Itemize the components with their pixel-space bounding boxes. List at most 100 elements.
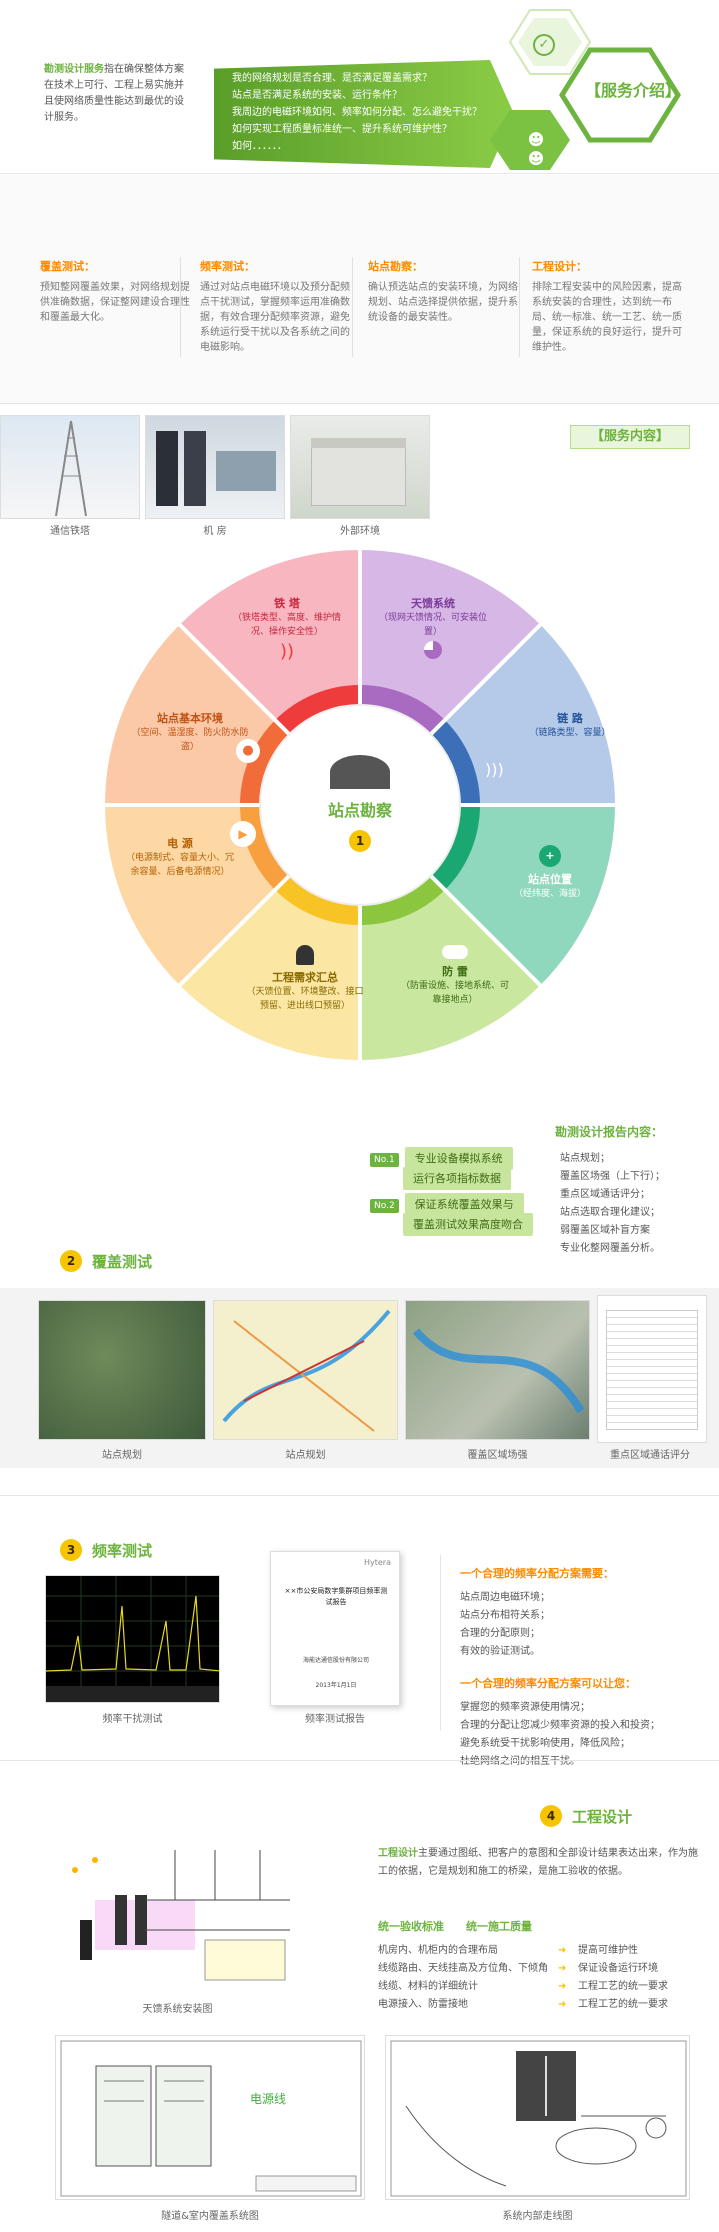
person-icon (296, 945, 314, 965)
hero-intro-body: 指在确保整体方案在技术上可行、工程上易实施并且使网络质量性能达到最优的设计服务。 (44, 64, 184, 123)
engineering-section: 4 工程设计 天馈系统安装图 工程设计主要通过图纸、把客户的意图和全部设计结果表… (0, 1760, 719, 2232)
user-icon: ● (236, 739, 260, 763)
map-satellite (38, 1300, 206, 1440)
coverage-caption: 站点规划 (102, 1450, 142, 1461)
report-cover: Hytera ××市公安局数字集群项目频率测试报告 海能达通信股份有限公司 20… (270, 1551, 400, 1706)
report-item: 重点区域通话评分； (560, 1189, 650, 1200)
hero-question: 如何实现工程质量标准统一、提升系统可维护性？ (232, 124, 452, 135)
feature-body: 排除工程安装中的风险因素，提高系统安装的合理性，达到统一布局、统一标准、统一工艺… (532, 282, 682, 353)
segment-body: （经纬度、海拔） (513, 889, 586, 899)
feature-title: 覆盖测试： (40, 260, 95, 273)
standards-row-left: 机房内、机柜内的合理布局 (378, 1945, 498, 1956)
engineering-intro-body: 主要通过图纸、把客户的意图和全部设计结果表达出来，作为施工的依据，它是规划和施工… (378, 1848, 698, 1877)
arrow-right-icon: ➜ (558, 1981, 567, 1992)
features-section: 覆盖测试： 预知整网覆盖效果，对网络规划提供准确数据，保证整网建设合理性和覆盖最… (0, 175, 719, 405)
hero-intro: 勘测设计服务指在确保整体方案在技术上可行、工程上易实施并且使网络质量性能达到最优… (44, 62, 184, 126)
feature-body: 通过对站点电磁环境以及预分配频点干扰测试，掌握频率运用准确数据，有效合理分配频率… (200, 282, 350, 353)
report-point: 运行各项指标数据 (403, 1167, 511, 1190)
segment-title: 防 雷 (442, 965, 468, 978)
frequency-caption: 频率测试报告 (305, 1714, 365, 1725)
standards-row-right: 工程工艺的统一要求 (578, 1999, 668, 2010)
arrow-right-icon: ➜ (558, 1945, 567, 1956)
wheel-label-antenna: 天馈系统 （现网天馈情况、可安装位置） (378, 595, 488, 659)
service-content-section: 通信铁塔 机 房 外部环境 【服务内容】 (0, 405, 719, 537)
badge-no1: No.1 (370, 1153, 399, 1167)
feature-card: 站点勘察： 确认预选站点的安装环境，为网络规划、站点选择提供依据，提升系统设备的… (368, 258, 518, 325)
standards-row-left: 电源接入、防雷接地 (378, 1999, 468, 2010)
report-point: 专业设备模拟系统 (404, 1147, 513, 1170)
chat-people-icon: ☻☻ (527, 130, 545, 168)
segment-title: 链 路 (557, 712, 583, 725)
report-item: 专业化整网覆盖分析。 (560, 1243, 660, 1254)
segment-title: 铁 塔 (274, 597, 300, 610)
site-survey-wheel-section: 站点勘察 1 铁 塔 （铁塔类型、高度、维护情况、操作安全性） )) 天馈系统 … (0, 535, 719, 1120)
map-roads (213, 1300, 398, 1440)
hex-bottom (490, 110, 570, 170)
arrow-right-icon: ➜ (558, 1999, 567, 2010)
frequency-block-benefits: 一个合理的频率分配方案可以让您： 掌握您的频率资源使用情况； 合理的分配让您减少… (460, 1675, 705, 1771)
segment-title: 工程需求汇总 (272, 971, 338, 984)
arrow-right-icon: ➜ (558, 1963, 567, 1974)
coverage-section: 2 覆盖测试 站点规划 站点规划 覆盖区域场强 重点区域通话评分 (0, 1250, 719, 1495)
benefit-item: 杜绝网络之间的相互干扰。 (460, 1756, 580, 1767)
standards-row-right: 工程工艺的统一要求 (578, 1981, 668, 1992)
wheel-label-requirements: 工程需求汇总 （天馈位置、环境整改、接口预留、进出线口预留） (245, 945, 365, 1013)
engineering-standards: 统一验收标准 统一施工质量 机房内、机柜内的合理布局 ➜ 提高可维护性 线缆路由… (378, 1918, 708, 2014)
report-item: 覆盖区场强（上下行）； (560, 1171, 665, 1182)
power-line-label: 电源线 (250, 2092, 287, 2106)
antenna-diagram (55, 1840, 300, 1990)
photo-caption: 外部环境 (340, 526, 380, 537)
coverage-heading: 2 覆盖测试 (60, 1250, 152, 1272)
hero-questions: 我的网络规划是否合理、是否满足覆盖需求？ 站点是否满足系统的安装、运行条件？ 我… (232, 70, 502, 155)
wheel-center-label: 站点勘察 (327, 801, 392, 820)
coverage-number: 2 (60, 1250, 82, 1272)
standards-row: 线缆、材料的详细统计 ➜ 工程工艺的统一要求 (378, 1978, 708, 1996)
outdoor-photo (290, 415, 430, 519)
needs-item: 站点分布相符关系； (460, 1610, 550, 1621)
report-point: 保证系统覆盖效果与 (404, 1193, 524, 1216)
needs-item: 有效的验证测试。 (460, 1646, 540, 1657)
standards-left-title: 统一验收标准 (378, 1920, 444, 1933)
hero-question: 我周边的电磁环境如何、频率如何分配、怎么避免干扰？ (232, 107, 482, 118)
segment-title: 电 源 (167, 837, 193, 850)
report-point: 覆盖测试效果高度吻合 (403, 1213, 533, 1236)
service-intro-badge: 【服务介绍】 (584, 81, 681, 100)
frequency-divider-top (0, 1495, 719, 1496)
wheel-label-location: + 站点位置 （经纬度、海拔） (495, 845, 605, 901)
engineering-heading: 4 工程设计 (540, 1805, 632, 1827)
feature-divider (352, 257, 353, 357)
segment-body: （现网天馈情况、可安装位置） (378, 613, 487, 637)
check-icon: ✓ (533, 34, 555, 56)
frequency-title: 频率测试 (92, 1541, 153, 1560)
wheel-label-tower: 铁 塔 （铁塔类型、高度、维护情况、操作安全性） )) (232, 595, 342, 662)
engineering-number: 4 (540, 1805, 562, 1827)
standards-row-right: 提高可维护性 (578, 1945, 638, 1956)
feature-divider (180, 257, 181, 357)
feature-card: 覆盖测试： 预知整网覆盖效果，对网络规划提供准确数据，保证整网建设合理性和覆盖最… (40, 258, 190, 325)
frequency-caption: 频率干扰测试 (102, 1714, 163, 1725)
report-right: 站点规划； 覆盖区场强（上下行）； 重点区域通话评分； 站点选取合理化建议； 弱… (560, 1150, 710, 1258)
hero-question: 站点是否满足系统的安装、运行条件？ (232, 90, 402, 101)
feature-divider (519, 257, 520, 357)
segment-body: （电源制式、容量大小、冗余容量、后备电源情况） (125, 853, 234, 877)
benefit-item: 合理的分配让您减少频率资源的投入和投资； (460, 1720, 660, 1731)
pie-icon (424, 641, 442, 659)
coverage-caption: 站点规划 (285, 1450, 326, 1461)
wheel-center (260, 705, 460, 905)
features-divider-bottom (0, 403, 719, 404)
needs-title: 一个合理的频率分配方案需要： (460, 1567, 614, 1580)
service-content-badge: 【服务内容】 (570, 425, 690, 449)
report-item: 站点选取合理化建议； (560, 1207, 660, 1218)
tower-photo (0, 415, 140, 519)
table-sheet (597, 1295, 707, 1443)
frequency-number: 3 (60, 1539, 82, 1561)
frequency-heading: 3 频率测试 (60, 1539, 152, 1561)
segment-body: （防雷设施、接地系统、可靠接地点） (400, 981, 509, 1005)
hero-question: 如何．．．．．． (232, 141, 287, 152)
segment-body: （天馈位置、环境整改、接口预留、进出线口预留） (246, 987, 364, 1011)
globe-icon (330, 755, 390, 789)
frequency-vertical-divider (440, 1555, 441, 1730)
badge-no2: No.2 (370, 1199, 399, 1213)
segment-title: 站点位置 (528, 873, 572, 886)
wheel-center-number: 1 (349, 830, 371, 852)
